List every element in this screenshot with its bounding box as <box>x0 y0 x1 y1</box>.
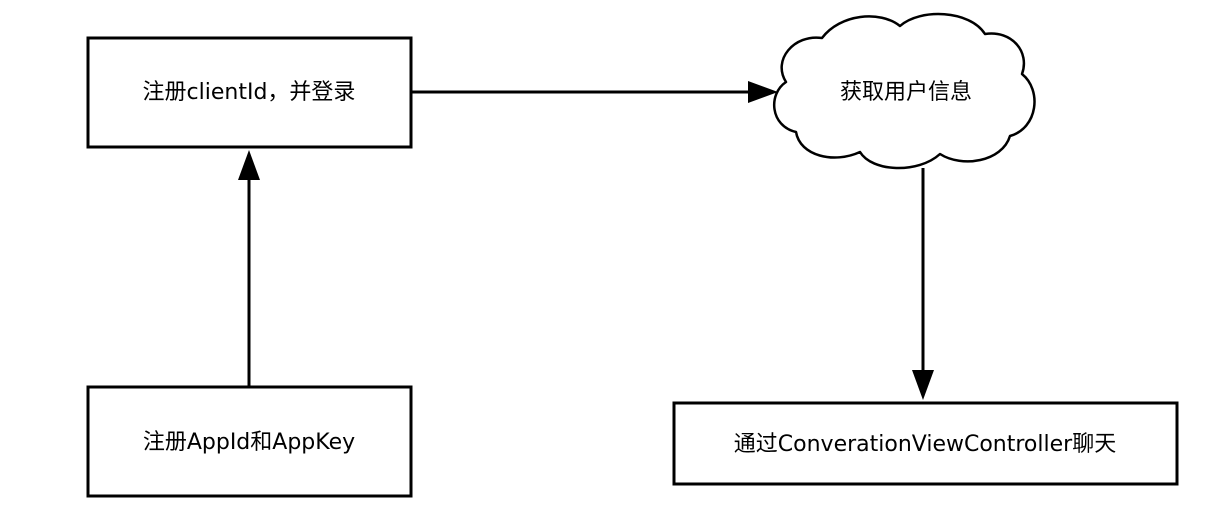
node-chat-shape <box>672 401 1179 486</box>
node-chat: 通过ConverationViewController聊天 <box>672 401 1179 486</box>
node-register-app-label: 注册AppId和AppKey <box>143 430 355 455</box>
node-register-app-shape <box>86 385 413 498</box>
node-chat-label: 通过ConverationViewController聊天 <box>734 432 1116 457</box>
edge-register-app-to-register-client <box>238 150 260 386</box>
edge-register-client-to-get-user-info <box>412 81 778 103</box>
arrow-head <box>912 370 934 400</box>
node-register-app: 注册AppId和AppKey <box>86 385 413 498</box>
node-register-client: 注册clientId，并登录 <box>86 36 413 149</box>
node-register-client-shape <box>86 36 413 149</box>
arrow-head <box>748 81 778 103</box>
node-register-client-label: 注册clientId，并登录 <box>143 80 356 105</box>
arrow-head <box>238 150 260 180</box>
node-get-user-info: 获取用户信息 <box>772 12 1036 170</box>
cloud-shape <box>772 12 1036 170</box>
edge-get-user-info-to-chat <box>912 168 934 400</box>
node-get-user-info-label: 获取用户信息 <box>840 80 972 105</box>
